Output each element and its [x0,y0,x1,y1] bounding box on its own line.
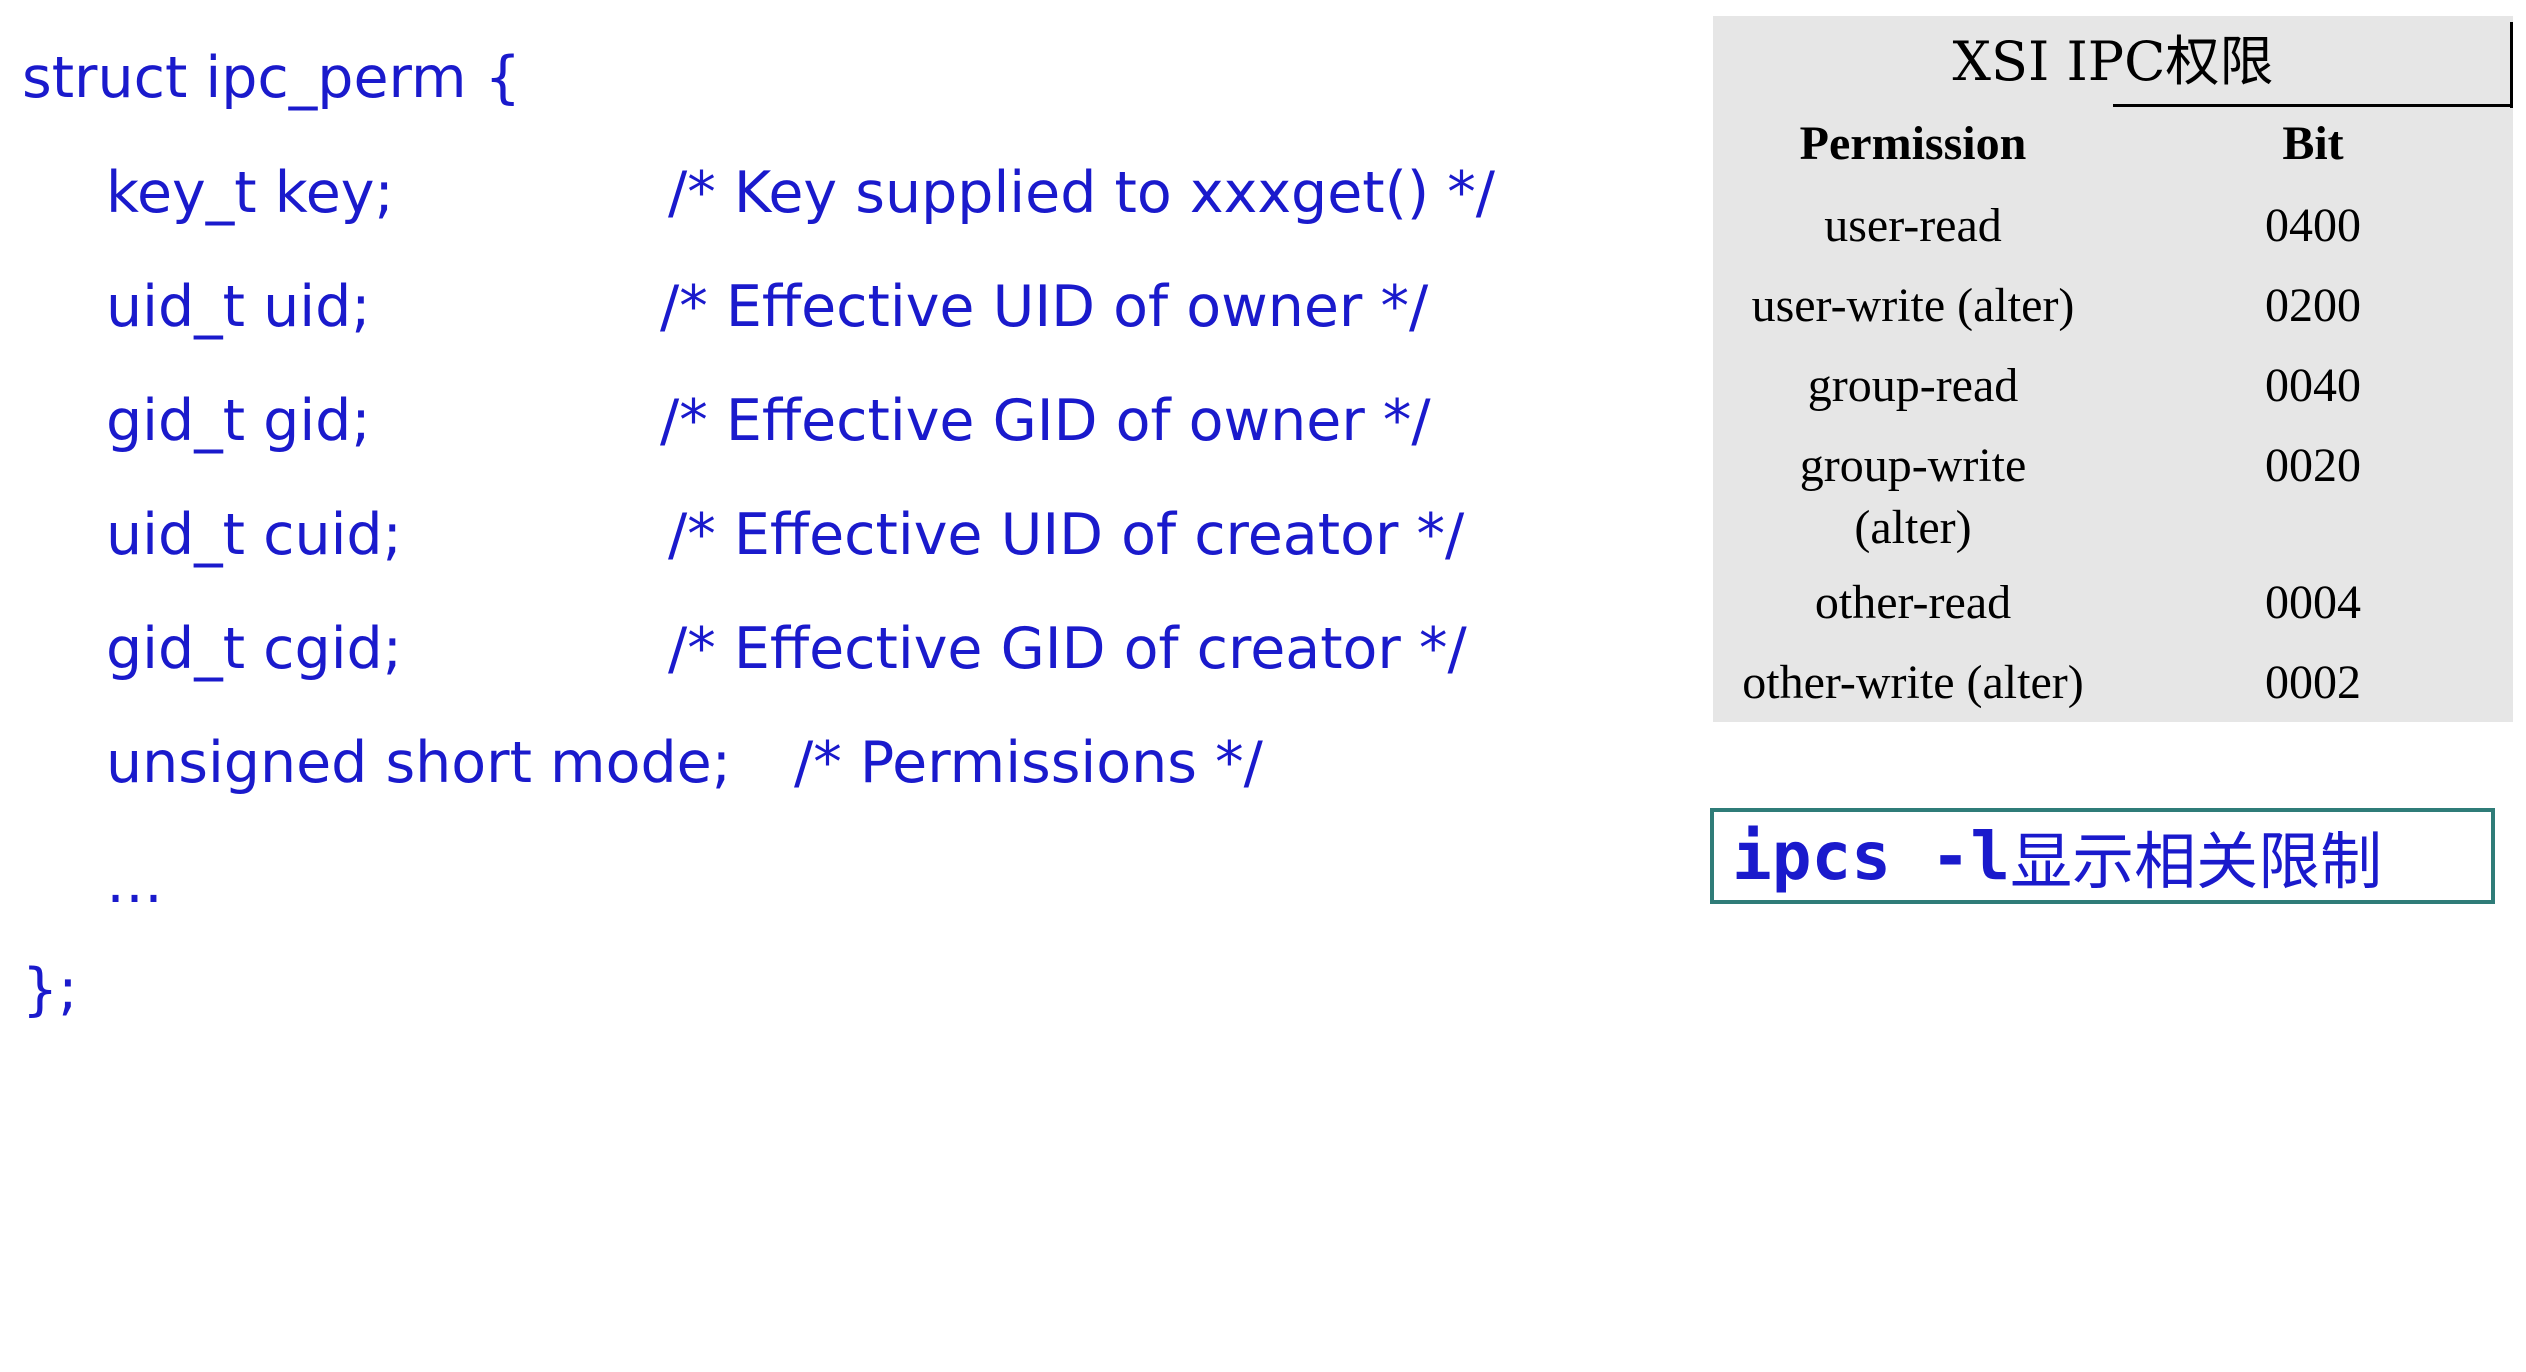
ellipsis: … [106,850,163,916]
header-permission: Permission [1799,117,2027,170]
bit-other-read: 0004 [2265,576,2361,629]
ipcs-description: 显示相关限制 [2010,825,2383,898]
perm-group-write-line1: group-write [1799,439,2027,492]
bit-group-write: 0020 [2265,439,2361,492]
field-comment-mode: /* Permissions */ [794,730,1263,796]
struct-close-line: }; [22,957,78,1023]
code-block: struct ipc_perm { key_t key; /* Key supp… [0,0,1495,1368]
bit-other-write: 0002 [2265,656,2361,709]
ipcs-command: ipcs -l [1732,817,2011,895]
perm-other-read: other-read [1814,576,2012,629]
field-comment-uid: /* Effective UID of owner */ [660,274,1429,340]
field-decl-gid: gid_t gid; [106,388,371,454]
perm-user-read: user-read [1824,199,2002,252]
field-decl-cuid: uid_t cuid; [106,502,402,568]
perm-group-read: group-read [1807,359,2019,412]
field-decl-cgid: gid_t cgid; [106,616,402,682]
field-comment-gid: /* Effective GID of owner */ [660,388,1431,454]
struct-open-line: struct ipc_perm { [22,45,521,111]
field-comment-key: /* Key supplied to xxxget() */ [668,160,1495,226]
field-decl-uid: uid_t uid; [106,274,371,340]
ipcs-note-box: ipcs -l 显示相关限制 [1710,808,2495,904]
perm-group-write-line2: (alter) [1854,501,1972,554]
title-border-bottom [2113,104,2513,107]
perm-user-write: user-write (alter) [1751,279,2075,332]
field-comment-cgid: /* Effective GID of creator */ [668,616,1467,682]
header-bit: Bit [2282,117,2344,170]
field-decl-mode: unsigned short mode; [106,730,731,796]
field-comment-cuid: /* Effective UID of creator */ [668,502,1465,568]
field-decl-key: key_t key; [106,160,394,226]
title-border [2510,22,2513,108]
bit-user-read: 0400 [2265,199,2361,252]
table-title: XSI IPC权限 [1952,30,2274,93]
permission-table: XSI IPC权限 Permission Bit user-read 0400 … [1713,16,2513,722]
bit-user-write: 0200 [2265,279,2361,332]
perm-other-write: other-write (alter) [1742,656,2084,709]
bit-group-read: 0040 [2265,359,2361,412]
